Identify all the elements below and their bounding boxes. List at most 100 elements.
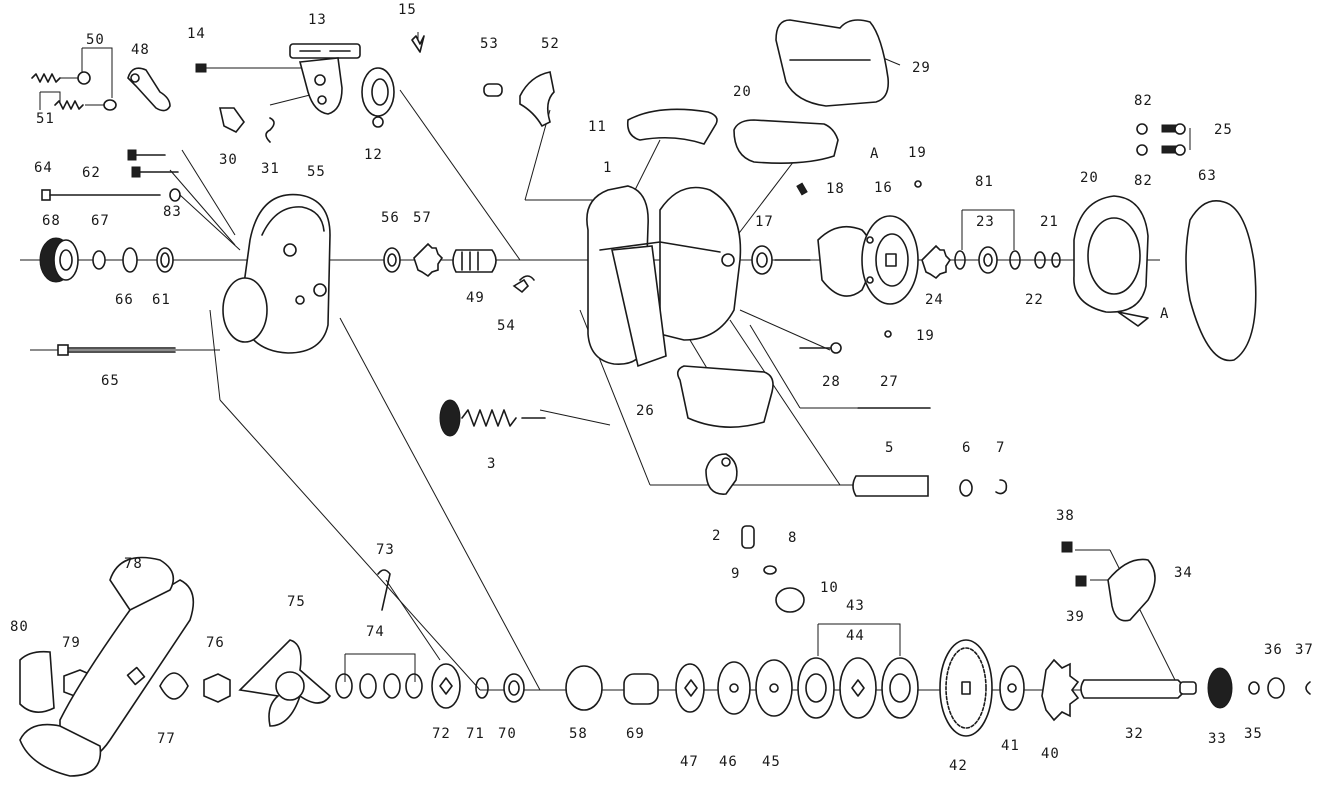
ratchet-40 <box>1041 658 1080 722</box>
label-part-41: 41 <box>1001 738 1020 754</box>
lever-48-part <box>127 67 171 112</box>
frame-1 <box>519 185 742 368</box>
label-part-12: 12 <box>364 147 383 163</box>
label-part-79: 79 <box>62 635 81 651</box>
bearing-23 <box>978 246 998 274</box>
bearing-17 <box>751 245 773 275</box>
bearing-56 <box>383 247 401 273</box>
bearing-36 <box>1267 677 1285 699</box>
washer-66 <box>122 247 138 273</box>
label-part-25: 25 <box>1214 122 1233 138</box>
side-cover-63 <box>1185 200 1257 362</box>
gear-57 <box>413 242 444 278</box>
washer-45 <box>755 659 793 717</box>
screw-38 <box>1061 541 1073 553</box>
label-part-65: 65 <box>101 373 120 389</box>
worm-shaft-3 <box>439 399 546 437</box>
label-part-53: 53 <box>480 36 499 52</box>
washer-22 <box>1034 251 1046 269</box>
bolts-62-64 <box>41 149 181 202</box>
bearing-70 <box>503 673 525 703</box>
label-part-73: 73 <box>376 542 395 558</box>
label-part-43: 43 <box>846 598 865 614</box>
label-part-1: 1 <box>603 160 612 176</box>
label-part-81: 81 <box>975 174 994 190</box>
label-part-67: 67 <box>91 213 110 229</box>
label-part-16: 16 <box>874 180 893 196</box>
clip-7 <box>995 479 1008 495</box>
main-shaft-32 <box>1080 679 1197 699</box>
label-part-83: 83 <box>163 204 182 220</box>
label-part-33: 33 <box>1208 731 1227 747</box>
label-part-69: 69 <box>626 726 645 742</box>
label-part-54: 54 <box>497 318 516 334</box>
label-part-82-bottom: 82 <box>1134 173 1153 189</box>
label-part-3: 3 <box>487 456 496 472</box>
label-part-28: 28 <box>822 374 841 390</box>
label-part-14: 14 <box>187 26 206 42</box>
label-part-20-side: 20 <box>1080 170 1099 186</box>
washer-46 <box>717 661 751 715</box>
star-drag-75 <box>238 639 332 727</box>
washer-41 <box>999 665 1025 711</box>
group-brackets <box>39 47 1191 682</box>
label-part-49: 49 <box>466 290 485 306</box>
label-part-51: 51 <box>36 111 55 127</box>
knob-68 <box>39 237 79 283</box>
ring-71 <box>475 677 489 699</box>
pin-18 <box>796 182 808 196</box>
label-part-5: 5 <box>885 440 894 456</box>
label-part-48: 48 <box>131 42 150 58</box>
label-part-61: 61 <box>152 292 171 308</box>
label-part-11: 11 <box>588 119 607 135</box>
clip-37 <box>1305 681 1311 695</box>
label-part-22: 22 <box>1025 292 1044 308</box>
label-part-10: 10 <box>820 580 839 596</box>
pawl-2 <box>705 453 738 495</box>
label-part-56: 56 <box>381 210 400 226</box>
part-30-31 <box>219 107 275 143</box>
cap-10 <box>775 587 805 613</box>
spring-73 <box>377 569 391 611</box>
main-gear-42 <box>939 639 993 737</box>
label-part-13: 13 <box>308 12 327 28</box>
label-part-63: 63 <box>1198 168 1217 184</box>
washer-6 <box>959 479 973 497</box>
label-part-44: 44 <box>846 628 865 644</box>
label-part-29: 29 <box>912 60 931 76</box>
label-part-47: 47 <box>680 754 699 770</box>
spool-16 <box>861 215 919 305</box>
sleeve-72 <box>431 663 461 709</box>
label-part-17: 17 <box>755 214 774 230</box>
part-12-ring <box>361 67 395 128</box>
label-part-21: 21 <box>1040 214 1059 230</box>
label-part-40: 40 <box>1041 746 1060 762</box>
label-part-75: 75 <box>287 594 306 610</box>
washer-23b <box>1009 250 1021 270</box>
label-part-74: 74 <box>366 624 385 640</box>
label-part-50: 50 <box>86 32 105 48</box>
label-part-55: 55 <box>307 164 326 180</box>
lever-52 <box>519 71 555 128</box>
label-part-19-top: 19 <box>908 145 927 161</box>
pinion-33 <box>1207 667 1233 709</box>
label-part-62: 62 <box>82 165 101 181</box>
label-part-80: 80 <box>10 619 29 635</box>
part-labels: 1 2 3 5 6 7 8 9 10 11 12 13 14 15 16 17 … <box>10 2 1313 774</box>
label-part-77: 77 <box>157 731 176 747</box>
shaft-5 <box>852 475 929 497</box>
label-part-66: 66 <box>115 292 134 308</box>
cover-29 <box>775 19 890 107</box>
screw-28 <box>799 342 842 354</box>
label-part-23: 23 <box>976 214 995 230</box>
plate-34 <box>1107 558 1156 622</box>
label-part-72: 72 <box>432 726 451 742</box>
ring-35 <box>1248 681 1260 695</box>
washer-67 <box>92 250 106 270</box>
label-ref-a-side: A <box>1160 306 1169 322</box>
ball-19-top <box>914 180 922 188</box>
label-part-46: 46 <box>719 754 738 770</box>
handle-78 <box>19 556 195 777</box>
nut-76 <box>203 673 231 703</box>
screw-54 <box>512 278 530 294</box>
